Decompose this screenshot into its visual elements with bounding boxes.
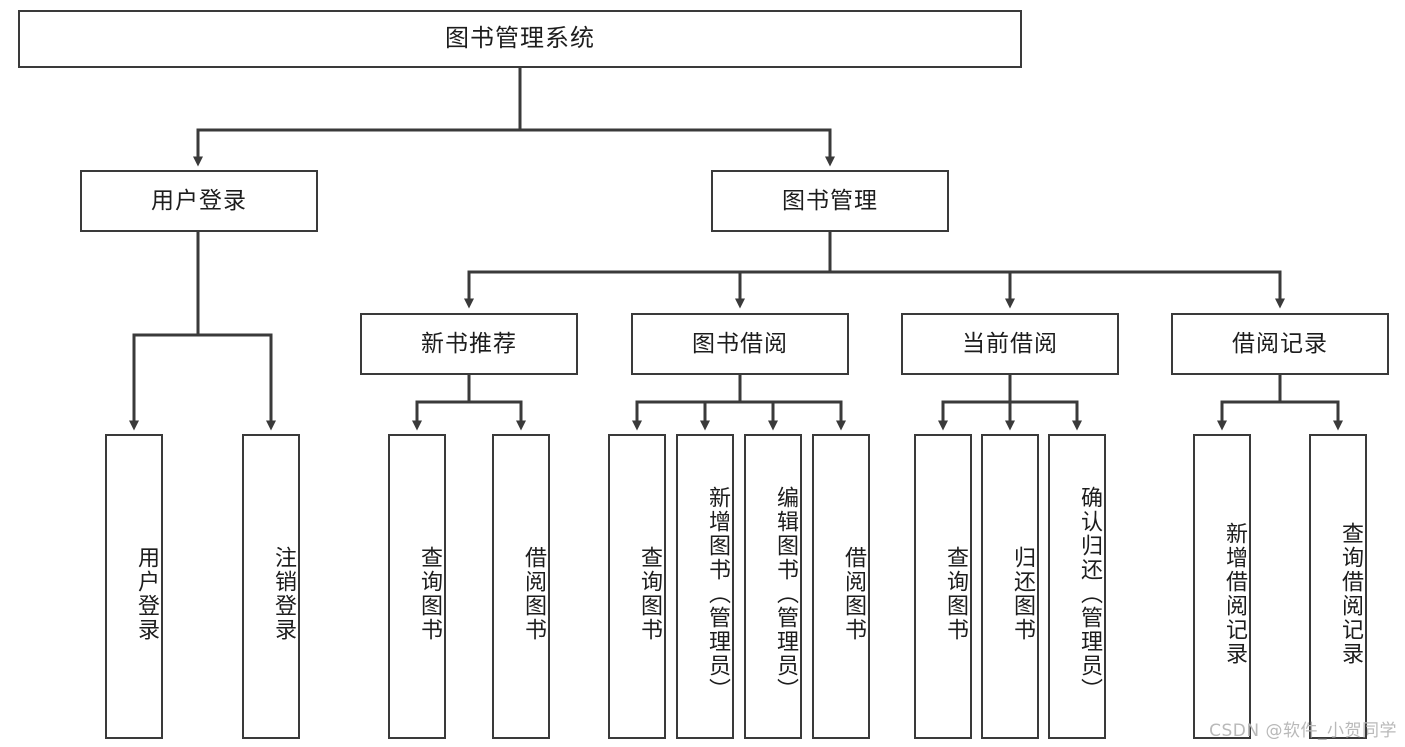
leaf-current-borrow-return-book[interactable]: 归还图书 <box>981 434 1039 739</box>
leaf-new-book-query-book[interactable]: 查询图书 <box>388 434 446 739</box>
csdn-watermark: CSDN @软件_小贺同学 <box>1209 721 1397 741</box>
leaf-user-login-logout[interactable]: 注销登录 <box>242 434 300 739</box>
leaf-book-borrow-add-book-admin[interactable]: 新增图书（管理员） <box>676 434 734 739</box>
node-root-library-system[interactable]: 图书管理系统 <box>18 10 1022 68</box>
node-user-login[interactable]: 用户登录 <box>80 170 318 232</box>
leaf-current-borrow-query-book[interactable]: 查询图书 <box>914 434 972 739</box>
node-borrow-record[interactable]: 借阅记录 <box>1171 313 1389 375</box>
node-book-manage[interactable]: 图书管理 <box>711 170 949 232</box>
node-current-borrow[interactable]: 当前借阅 <box>901 313 1119 375</box>
leaf-current-borrow-confirm-return-admin[interactable]: 确认归还（管理员） <box>1048 434 1106 739</box>
leaf-new-book-borrow-book[interactable]: 借阅图书 <box>492 434 550 739</box>
leaf-book-borrow-borrow-book[interactable]: 借阅图书 <box>812 434 870 739</box>
leaf-borrow-record-add-record[interactable]: 新增借阅记录 <box>1193 434 1251 739</box>
leaf-user-login-login[interactable]: 用户登录 <box>105 434 163 739</box>
leaf-book-borrow-query-book[interactable]: 查询图书 <box>608 434 666 739</box>
node-book-borrow[interactable]: 图书借阅 <box>631 313 849 375</box>
node-new-book-recommend[interactable]: 新书推荐 <box>360 313 578 375</box>
leaf-borrow-record-query-record[interactable]: 查询借阅记录 <box>1309 434 1367 739</box>
leaf-book-borrow-edit-book-admin[interactable]: 编辑图书（管理员） <box>744 434 802 739</box>
